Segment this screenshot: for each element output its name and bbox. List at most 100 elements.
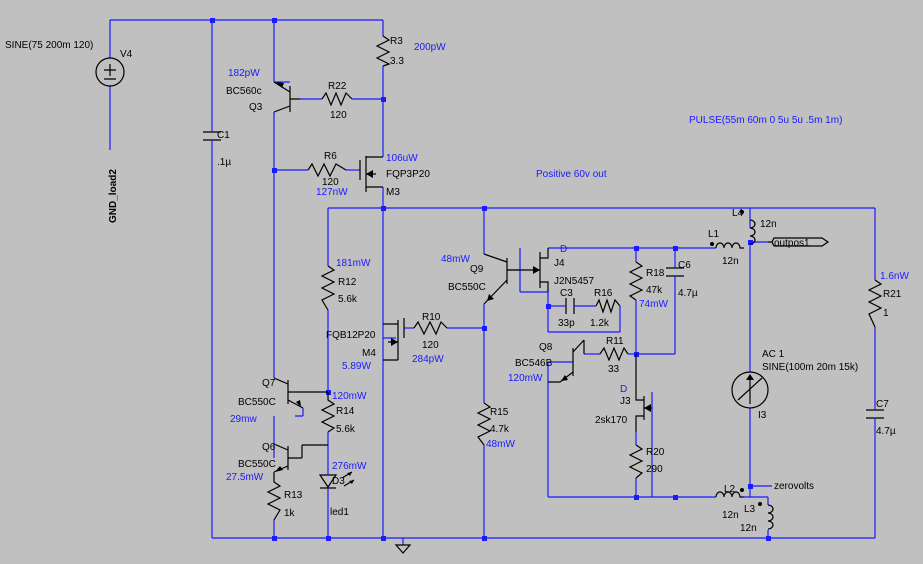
ground-icon	[394, 544, 412, 554]
r15-value: 4.7k	[490, 424, 510, 435]
q6-model: BC550C	[238, 459, 276, 470]
transistor-q9[interactable]: 48mW Q9 BC550C	[441, 253, 520, 305]
c6-name: C6	[678, 260, 691, 271]
resistor-r10[interactable]: R10 120 284pW	[412, 312, 448, 365]
resistor-r11[interactable]: R11 33	[599, 336, 629, 375]
wires	[109, 19, 876, 545]
resistor-r6[interactable]: R6 120 127nW	[307, 151, 348, 198]
led-d3[interactable]: 276mW D3 led1	[318, 460, 367, 518]
j4-drain-tag: D	[560, 244, 567, 255]
q9-name: Q9	[470, 264, 484, 275]
r3-value: 3.3	[390, 56, 404, 67]
ac1-name: AC 1	[762, 349, 785, 360]
inductor-l3[interactable]: L3 12n	[740, 502, 774, 534]
r6-power: 127nW	[316, 187, 348, 198]
m4-model: FQB12P20	[326, 330, 376, 341]
resistor-r18[interactable]: R18 47k 74mW	[628, 261, 668, 310]
resistor-r21[interactable]: 1.6nW R21 1	[867, 271, 909, 328]
c1-name: C1	[217, 130, 230, 141]
r18-name: R18	[646, 268, 665, 279]
mosfet-m4[interactable]: FQB12P20 M4 5.89W	[326, 318, 405, 372]
c1-value: .1µ	[217, 157, 231, 168]
gnd-load-net-label: GND_load2	[108, 169, 119, 223]
current-source-i3[interactable]: AC 1 SINE(100m 20m 15k) I3	[731, 349, 858, 421]
v4-value: SINE(75 200m 120)	[5, 40, 93, 51]
m3-model: FQP3P20	[386, 169, 430, 180]
resistor-r12[interactable]: 181mW R12 5.6k	[320, 258, 371, 311]
l2-value: 12n	[722, 510, 739, 521]
resistor-r20[interactable]: R20 290	[628, 444, 665, 479]
source-v4[interactable]: V4 SINE(75 200m 120) GND_load2	[5, 40, 133, 223]
resistor-r14[interactable]: 120mW R14 5.6k	[320, 391, 367, 435]
jfet-j3[interactable]: D J3 2sk170	[595, 354, 652, 432]
resistor-r16[interactable]: R16 1.2k	[590, 288, 621, 329]
r10-power: 284pW	[412, 354, 444, 365]
transistor-q6[interactable]: Q6 BC550C 27.5mW	[226, 442, 328, 483]
transistor-q3[interactable]: 182pW BC560c Q3	[226, 68, 300, 113]
capacitor-c3[interactable]: C3 33p	[558, 288, 577, 329]
r20-name: R20	[646, 447, 665, 458]
l3-name: L3	[744, 504, 756, 515]
j4-model: J2N5457	[554, 276, 594, 287]
r3-name: R3	[390, 36, 403, 47]
r21-power: 1.6nW	[880, 271, 909, 282]
c6-value: 4.7µ	[678, 288, 698, 299]
d3-name: D3	[332, 476, 345, 487]
mosfet-m3[interactable]: 106uW FQP3P20 M3	[359, 153, 430, 198]
r10-name: R10	[422, 312, 441, 323]
c7-name: C7	[876, 399, 889, 410]
ac1-value: SINE(100m 20m 15k)	[762, 362, 858, 373]
q3-name: Q3	[249, 102, 263, 113]
inductor-l4[interactable]: L4 12n	[732, 208, 777, 245]
r18-value: 47k	[646, 285, 663, 296]
r6-name: R6	[324, 151, 337, 162]
j3-model: 2sk170	[595, 415, 628, 426]
v4-name: V4	[120, 49, 133, 60]
c7-value: 4.7µ	[876, 426, 896, 437]
i3-name: I3	[758, 410, 767, 421]
d3-model: led1	[330, 507, 349, 518]
r14-value: 5.6k	[336, 424, 356, 435]
inductor-l2[interactable]: L2 12n	[715, 484, 744, 521]
jfet-j4[interactable]: D J4 J2N5457	[520, 244, 594, 292]
resistor-r13[interactable]: R13 1k	[266, 472, 303, 521]
r12-power: 181mW	[336, 258, 371, 269]
c3-name: C3	[560, 288, 573, 299]
r6-value: 120	[322, 177, 339, 188]
r12-value: 5.6k	[338, 294, 358, 305]
q7-name: Q7	[262, 378, 276, 389]
r13-name: R13	[284, 490, 303, 501]
resistor-r15[interactable]: R15 4.7k 48mW	[476, 402, 515, 450]
d3-power: 276mW	[332, 461, 367, 472]
capacitor-c6[interactable]: C6 4.7µ	[666, 260, 698, 299]
q6-name: Q6	[262, 442, 276, 453]
positive-out-note: Positive 60v out	[536, 169, 607, 180]
capacitor-c7[interactable]: C7 4.7µ	[866, 395, 896, 437]
capacitor-c1[interactable]: C1 .1µ	[203, 130, 231, 168]
q8-model: BC546B	[515, 358, 553, 369]
q9-model: BC550C	[448, 282, 486, 293]
r15-power: 48mW	[486, 439, 515, 450]
transistor-q7[interactable]: Q7 BC550C 29mw	[230, 377, 328, 425]
r16-name: R16	[594, 288, 613, 299]
zerovolts-net-label: zerovolts	[774, 481, 814, 492]
m4-power: 5.89W	[342, 361, 371, 372]
j3-drain-tag: D	[620, 384, 627, 395]
r22-value: 120	[330, 110, 347, 121]
j4-name: J4	[554, 258, 565, 269]
j3-name: J3	[620, 396, 631, 407]
q9-power: 48mW	[441, 254, 470, 265]
q3-model: BC560c	[226, 86, 262, 97]
r10-value: 120	[422, 340, 439, 351]
m3-power: 106uW	[386, 153, 418, 164]
r14-power: 120mW	[332, 391, 367, 402]
r21-value: 1	[883, 308, 889, 319]
transistor-q8[interactable]: Q8 BC546B 120mW	[508, 339, 585, 384]
r15-name: R15	[490, 407, 509, 418]
resistor-r22[interactable]: R22 120	[321, 81, 353, 121]
r18-power: 74mW	[639, 299, 668, 310]
q7-power: 29mw	[230, 414, 257, 425]
inductor-l1[interactable]: L1 12n	[708, 229, 744, 267]
resistor-r3[interactable]: R3 3.3 200pW	[375, 35, 446, 67]
